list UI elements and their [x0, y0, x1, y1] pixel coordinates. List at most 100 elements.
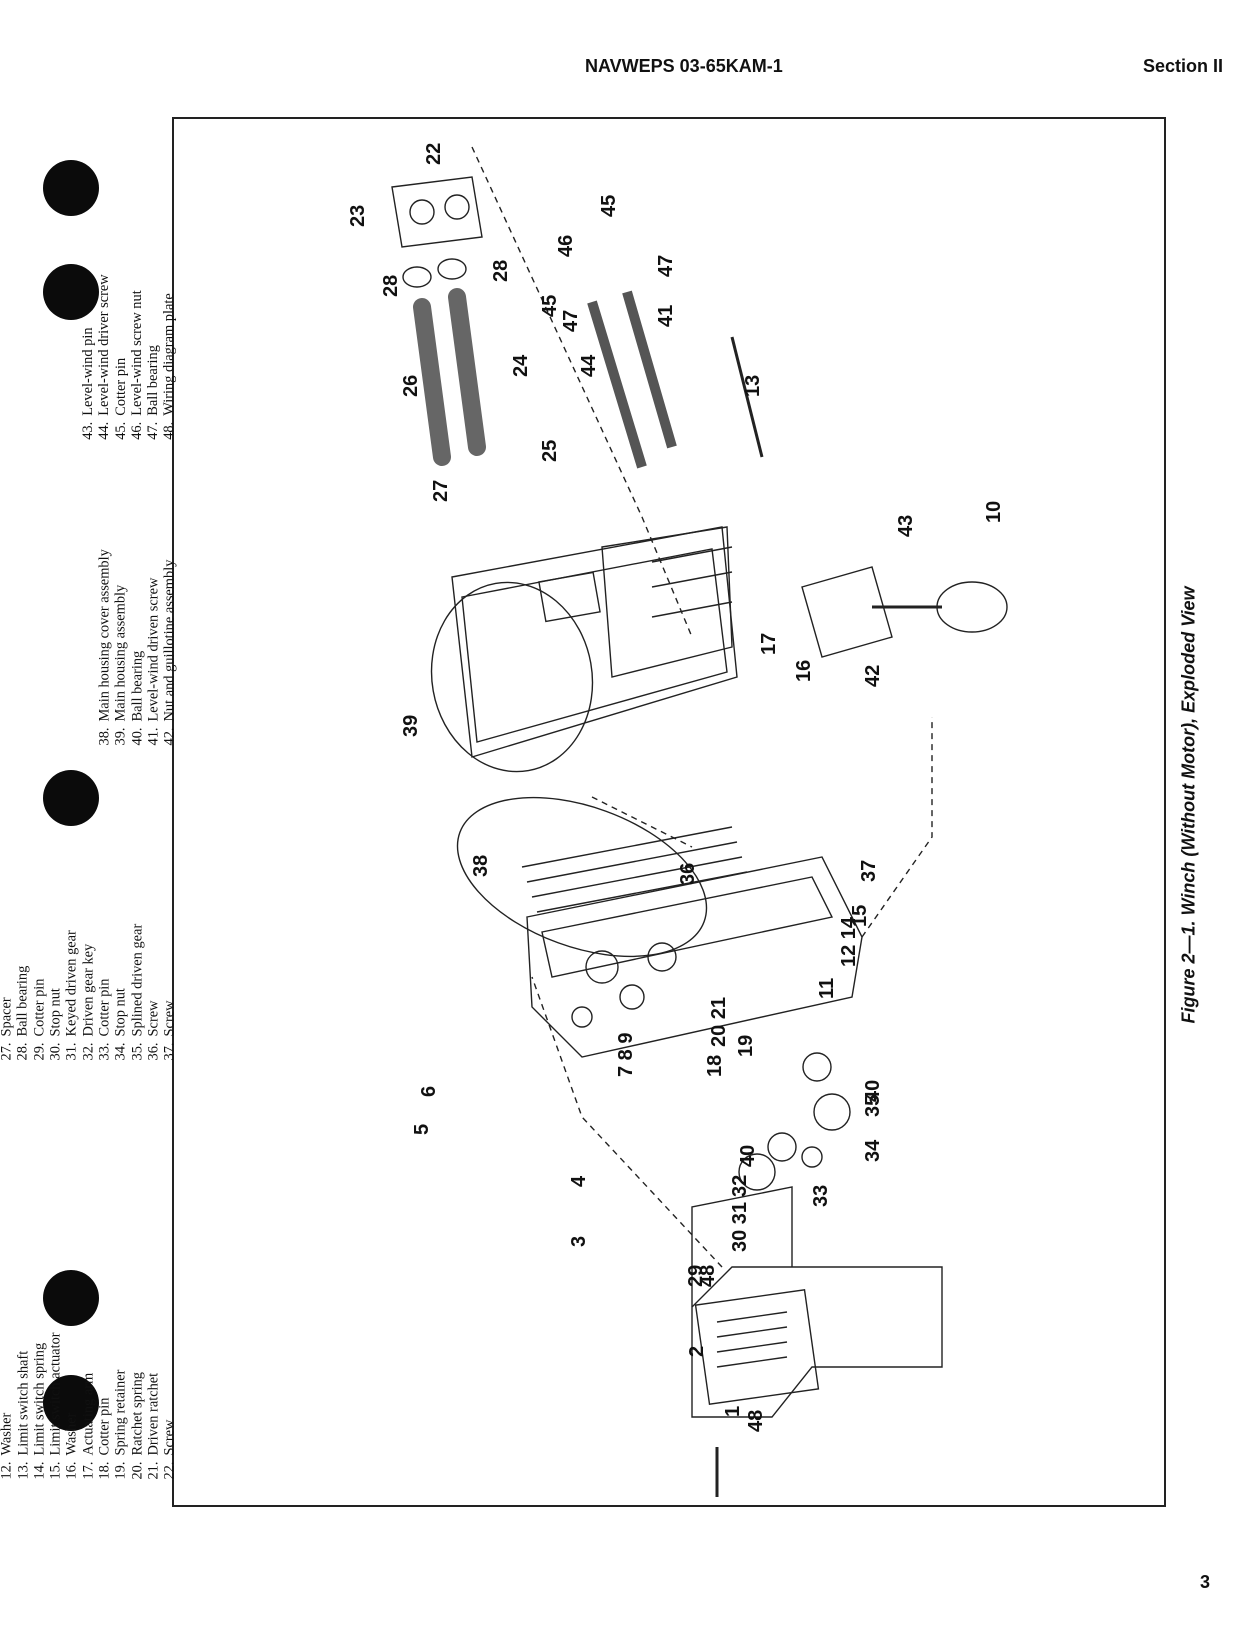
legend-item-text: Main housing assembly	[112, 584, 129, 721]
legend-item: 47.Ball bearing	[145, 275, 161, 450]
callout-label: 7 8 9	[615, 1033, 637, 1077]
callout-label: 41	[655, 305, 677, 327]
callout-label: 43	[895, 515, 917, 537]
legend-item-number: 43.	[80, 422, 97, 440]
callout-label: 19	[735, 1035, 757, 1057]
callout-label: 36	[677, 863, 699, 885]
callout-label: 25	[539, 440, 561, 462]
legend-item: 34.Stop nut	[113, 835, 129, 1070]
legend-item: 44.Level-wind driver screw	[97, 275, 113, 450]
legend-item-number: 29.	[31, 1042, 48, 1060]
callout-label: 35	[862, 1095, 884, 1117]
legend-item-text: Main housing cover assembly	[96, 548, 113, 721]
legend-item-text: Stop nut	[47, 987, 64, 1036]
legend-item-text: Cotter pin	[31, 978, 48, 1036]
legend-item-text: Level-wind driven screw	[145, 577, 162, 721]
callout-label: 22	[423, 143, 445, 165]
legend-item-text: Keyed driven gear	[63, 929, 80, 1036]
legend-item: 33.Cotter pin	[97, 835, 113, 1070]
legend-item-number: 41.	[145, 727, 162, 745]
legend-item-number: 35.	[129, 1042, 146, 1060]
callout-label: 48	[745, 1410, 767, 1432]
legend-item: 36.Screw	[145, 835, 161, 1070]
legend-item-text: Spring retainer	[112, 1370, 129, 1456]
callout-label: 3	[568, 1236, 590, 1247]
legend-item-text: Cotter pin	[112, 358, 129, 416]
legend-item: 28.Ball bearing	[15, 835, 31, 1070]
legend-item-text: Driven ratchet	[145, 1373, 162, 1456]
callout-label: 16	[793, 660, 815, 682]
legend-item-number: 38.	[96, 727, 113, 745]
legend-item-text: Screw	[161, 1420, 178, 1456]
legend-item-number: 33.	[96, 1042, 113, 1060]
legend-item-text: Limit switch spring	[31, 1343, 48, 1456]
legend-item-number: 22.	[161, 1462, 178, 1480]
figure-caption-wrap: Figure 2—1. Winch (Without Motor), Explo…	[1172, 575, 1206, 1035]
legend-item: 31.Keyed driven gear	[64, 835, 80, 1070]
legend-item: 20.Ratchet spring	[129, 1293, 145, 1490]
callout-label: 13	[742, 375, 764, 397]
legend-item-text: Spacer	[0, 996, 15, 1036]
callout-label: 18	[704, 1055, 726, 1077]
callout-label: 37	[858, 860, 880, 882]
callout-label: 12 14	[838, 916, 860, 967]
callout-label: 38	[470, 855, 492, 877]
callout-label: 6	[418, 1086, 440, 1097]
callout-label: 4	[568, 1175, 590, 1187]
legend-item-text: Actuating arm	[80, 1373, 97, 1456]
legend-item-number: 14.	[31, 1462, 48, 1480]
callout-label: 45	[598, 195, 620, 217]
legend-item: 13.Limit switch shaft	[15, 1293, 31, 1490]
callout-label: 29	[685, 1265, 707, 1287]
legend-item-number: 45.	[112, 422, 129, 440]
legend-item: 18.Cotter pin	[97, 1293, 113, 1490]
legend-item-number: 32.	[80, 1042, 97, 1060]
legend-item: 45. Cotter pin	[113, 275, 129, 450]
binder-hole	[43, 160, 99, 216]
callout-label: 5	[411, 1124, 433, 1135]
legend-item-text: Nut and guillotine assembly	[161, 559, 178, 721]
legend-item-number: 30.	[47, 1042, 64, 1060]
legend-item: 48.Wiring diagram plate	[162, 275, 178, 450]
callout-label: 40	[737, 1145, 759, 1167]
callout-label: 33	[810, 1185, 832, 1207]
winch-exploded-illustration: 1 2 3 4 5 6 7 8 9 10 11 12 14 13 15 16 1…	[347, 143, 1008, 1497]
callout-numbers: 1 2 3 4 5 6 7 8 9 10 11 12 14 13 15 16 1…	[347, 143, 1005, 1432]
legend-item: 39.Main housing assembly	[113, 549, 129, 755]
legend-item: 29. Cotter pin	[31, 835, 47, 1070]
callout-label: 28	[380, 275, 402, 297]
legend-item: 35.Splined driven gear	[129, 835, 145, 1070]
legend-item-text: Cotter pin	[96, 1398, 113, 1456]
legend-item-number: 36.	[145, 1042, 162, 1060]
legend-item-text: Wiring diagram plate	[161, 293, 178, 417]
callout-label: 15	[849, 905, 871, 927]
callout-label: 27	[430, 480, 452, 502]
legend-item: 14. Limit switch spring	[31, 1293, 47, 1490]
document-number: NAVWEPS 03-65KAM-1	[585, 56, 783, 76]
callout-label: 39	[400, 715, 422, 737]
callout-label: 46	[555, 235, 577, 257]
page-number: 3	[1200, 1572, 1211, 1592]
legend-item: 21.Driven ratchet	[145, 1293, 161, 1490]
callout-label: 44	[578, 354, 600, 377]
callout-label: 30 31	[729, 1202, 751, 1252]
callout-label: 26	[400, 375, 422, 397]
callout-label: 2	[686, 1346, 708, 1357]
legend-item-text: Washer	[0, 1413, 15, 1456]
callout-label: 40	[862, 1080, 884, 1102]
callout-label: 24	[510, 354, 532, 377]
legend-item-number: 47.	[145, 422, 162, 440]
legend-item-number: 12.	[0, 1462, 15, 1480]
legend-item-number: 17.	[80, 1462, 97, 1480]
legend-item-text: Level-wind driver screw	[96, 274, 113, 416]
legend-item-text: Washer	[63, 1413, 80, 1456]
binder-hole	[43, 1270, 99, 1326]
callout-label: 23	[347, 205, 369, 227]
callout-label: 47	[655, 255, 677, 277]
legend-item-number: 46.	[129, 422, 146, 440]
legend-item-text: Level-wind screw nut	[129, 290, 146, 416]
callout-label: 1	[722, 1406, 744, 1417]
legend-item-text: Ratchet spring	[129, 1372, 146, 1456]
legend-item: 12. Washer	[0, 1293, 15, 1490]
